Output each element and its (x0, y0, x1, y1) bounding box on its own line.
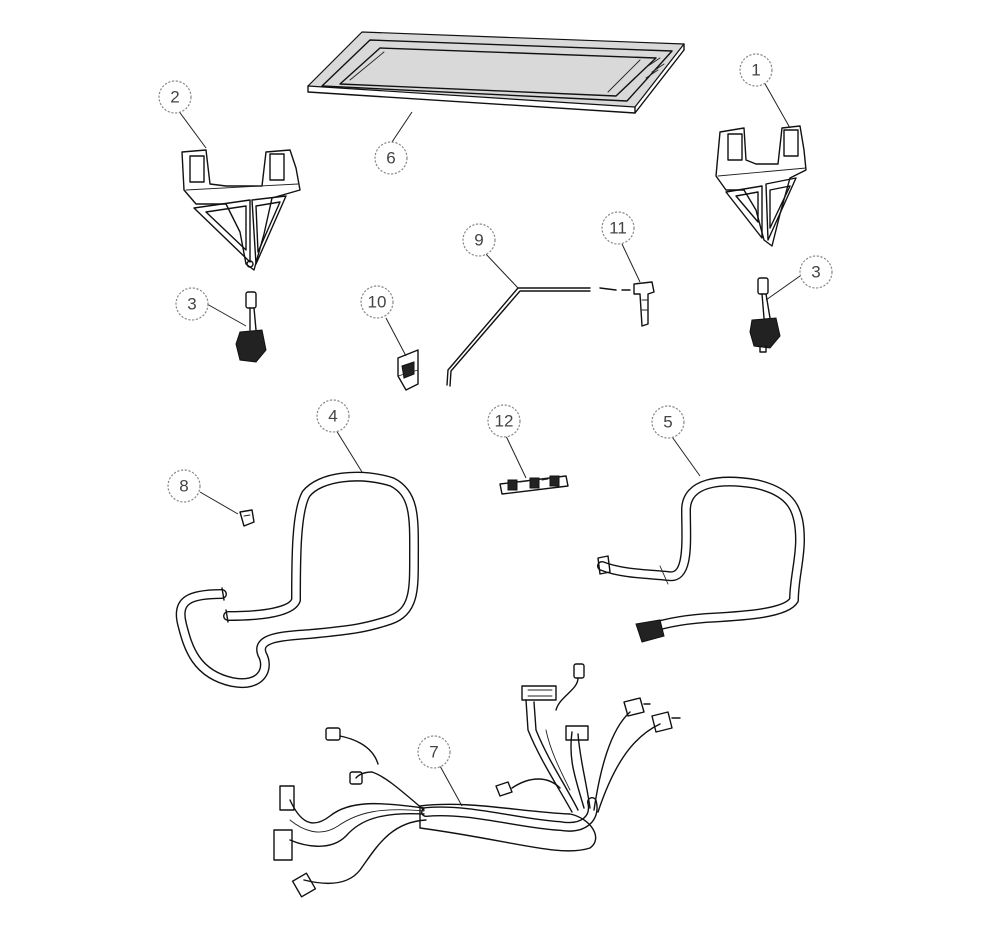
callout-3-right-label: 3 (811, 263, 820, 282)
callout-3-left-label: 3 (187, 295, 196, 314)
part-5-tube[interactable] (597, 476, 805, 643)
callout-6-label: 6 (386, 149, 395, 168)
callout-11[interactable]: 11 (601, 211, 635, 245)
part-8-clip[interactable] (239, 509, 255, 527)
callout-9-label: 9 (474, 231, 483, 250)
callout-8-label: 8 (179, 477, 188, 496)
callout-11-label: 11 (609, 219, 627, 238)
leader-lines (174, 81, 801, 807)
part-11-pin[interactable] (621, 281, 655, 327)
part-10-clip[interactable] (397, 349, 419, 391)
callout-7[interactable]: 7 (417, 735, 451, 769)
part-12-terminal[interactable] (499, 475, 569, 495)
part-3-switch-right[interactable] (749, 277, 781, 353)
callout-5[interactable]: 5 (651, 405, 685, 439)
part-3-switch-left[interactable] (235, 291, 267, 363)
part-7-wire-harness[interactable] (273, 663, 681, 898)
part-4-tube[interactable] (175, 471, 420, 689)
callout-4[interactable]: 4 (316, 399, 350, 433)
callout-2[interactable]: 2 (158, 80, 192, 114)
callout-10[interactable]: 10 (360, 285, 394, 319)
callout-12-label: 12 (495, 412, 514, 431)
callout-1-label: 1 (751, 61, 760, 80)
callout-6[interactable]: 6 (374, 141, 408, 175)
callout-3-right[interactable]: 3 (799, 255, 833, 289)
part-1-bracket-right[interactable] (715, 125, 807, 247)
part-2-bracket-left[interactable] (181, 149, 301, 271)
callout-7-label: 7 (429, 743, 438, 762)
callout-5-label: 5 (663, 413, 672, 432)
callout-1[interactable]: 1 (739, 53, 773, 87)
part-9-rod[interactable] (446, 287, 617, 387)
callout-2-label: 2 (170, 88, 179, 107)
part-6-frame[interactable] (307, 31, 685, 114)
callout-12[interactable]: 12 (487, 404, 521, 438)
callout-4-label: 4 (328, 407, 337, 426)
callout-3-left[interactable]: 3 (175, 287, 209, 321)
callout-9[interactable]: 9 (462, 223, 496, 257)
callout-8[interactable]: 8 (167, 469, 201, 503)
callout-10-label: 10 (368, 293, 387, 312)
